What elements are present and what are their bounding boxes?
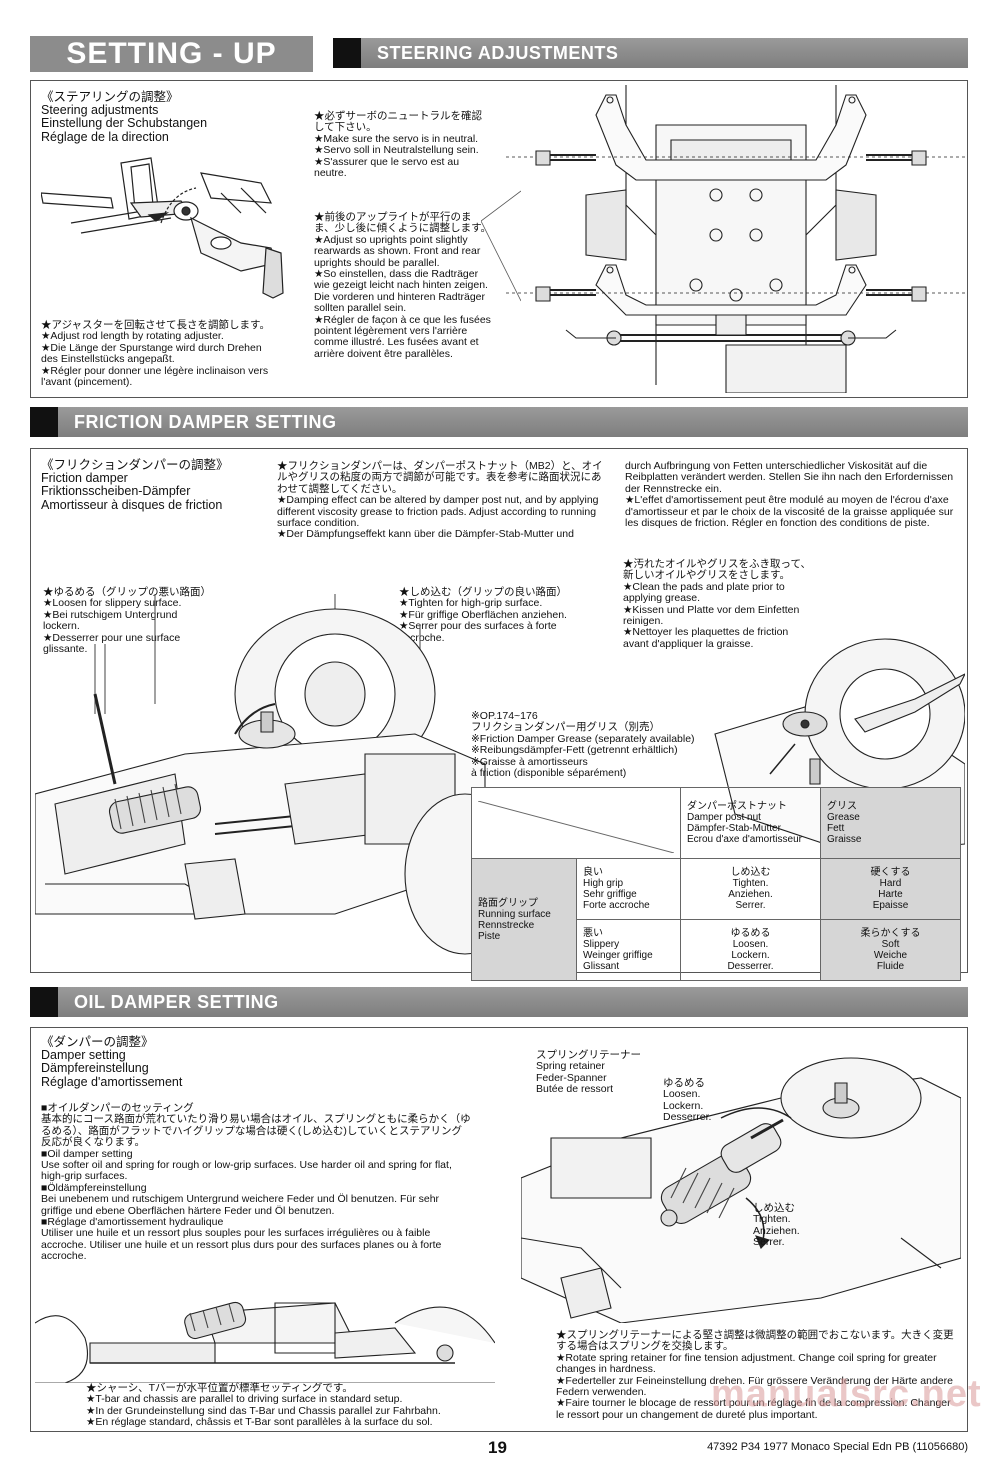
post-nut-header: ダンパーポストナット Damper post nut Dämpfer-Stab-…: [680, 787, 821, 859]
page-title: SETTING - UP: [30, 36, 313, 72]
running-surface-header: 路面グリップ Running surface Rennstrecke Piste: [471, 858, 577, 981]
grease-selection-table: ダンパーポストナット Damper post nut Dämpfer-Stab-…: [471, 787, 961, 981]
steering-title: 《ステアリングの調整》 Steering adjustments Einstel…: [41, 90, 208, 144]
friction-intro: ★フリクションダンパーは、ダンパーポストナット（MB2）と、オイルやグリスの粘度…: [277, 460, 603, 541]
tie-rod-adjuster-illustration: [41, 153, 291, 313]
standard-setup-note: ★シャーシ、Tバーが水平位置が標準セッティングです。 ★T-bar and ch…: [86, 1382, 441, 1429]
slippery-label: 悪い Slippery Weinger griffige Glissant: [576, 919, 681, 981]
loosen-note: ★ゆるめる（グリップの悪い路面） ★Loosen for slippery su…: [43, 586, 211, 656]
servo-neutral-note: ★必ずサーボのニュートラルを確認して下さい。 ★Make sure the se…: [314, 110, 482, 180]
upright-note: ★前後のアップライトが平行のまま、少し後に傾くように調整します。 ★Adjust…: [314, 211, 492, 360]
clean-pads-note: ★汚れたオイルやグリスをふき取って、新しいオイルやグリスをさします。 ★Clea…: [623, 558, 811, 650]
slippery-grease: 柔らかくする Soft Weiche Fluide: [820, 919, 961, 981]
oil-setting-body: ■オイルダンパーのセッティング 基本的にコース路面が荒れていたり滑り易い場合はオ…: [41, 1102, 471, 1263]
oil-section-title: OIL DAMPER SETTING: [74, 992, 279, 1012]
spring-retainer-note: ★スプリングリテーナーによる堅さ調整は微調整の範囲でおこないます。大きく変更する…: [556, 1329, 954, 1421]
oil-title: 《ダンパーの調整》 Damper setting Dämpfereinstell…: [41, 1035, 183, 1089]
table-corner: [471, 787, 681, 859]
high-grip-grease: 硬くする Hard Harte Epaisse: [820, 858, 961, 920]
header-marker: [30, 987, 58, 1017]
watermark: manualsrc.net: [711, 1373, 982, 1415]
oil-panel: 《ダンパーの調整》 Damper setting Dämpfereinstell…: [30, 1027, 981, 1432]
adjuster-note: ★アジャスターを回転させて長さを調節します。 ★Adjust rod lengt…: [41, 319, 271, 389]
steering-section-title: STEERING ADJUSTMENTS: [377, 43, 619, 63]
friction-intro-continued: durch Aufbringung von Fetten unterschied…: [625, 460, 954, 530]
retainer-loosen-label: ゆるめる Loosen. Lockern. Desserrer.: [663, 1077, 712, 1124]
oil-damper-illustration: [521, 1038, 961, 1323]
slippery-nut-action: ゆるめる Loosen. Lockern. Desserrer.: [680, 919, 821, 981]
page-number: 19: [488, 1438, 507, 1457]
diagonal-line: [478, 801, 674, 853]
chassis-side-view-illustration: [35, 1283, 495, 1383]
grease-header: グリス Grease Fett Graisse: [820, 787, 961, 859]
tighten-note: ★しめ込む（グリップの良い路面） ★Tighten for high-grip …: [399, 586, 567, 644]
friction-section-title: FRICTION DAMPER SETTING: [74, 412, 337, 432]
header-marker: [30, 407, 58, 437]
document-id: 47392 P34 1977 Monaco Special Edn PB (11…: [707, 1441, 968, 1453]
friction-panel: 《フリクションダンパーの調整》 Friction damper Friktion…: [30, 448, 968, 981]
steering-section-header: STEERING ADJUSTMENTS: [333, 38, 968, 68]
oil-section-header: OIL DAMPER SETTING: [30, 987, 968, 1017]
high-grip-nut-action: しめ込む Tighten. Anziehen. Serrer.: [680, 858, 821, 920]
retainer-tighten-label: しめ込む Tighten. Anziehen. Serrer.: [753, 1202, 800, 1249]
pointer-lines: [481, 181, 521, 331]
friction-grease-note: ※OP.174~176 フリクションダンパー用グリス（別売） ※Friction…: [471, 710, 695, 780]
chassis-steering-topview-illustration: [496, 85, 966, 393]
header-marker: [333, 38, 361, 68]
high-grip-label: 良い High grip Sehr griffige Forte accroch…: [576, 858, 681, 920]
spring-retainer-label: スプリングリテーナー Spring retainer Feder-Spanner…: [536, 1049, 641, 1096]
steering-panel: 《ステアリングの調整》 Steering adjustments Einstel…: [30, 80, 968, 398]
friction-section-header: FRICTION DAMPER SETTING: [30, 407, 968, 437]
friction-title: 《フリクションダンパーの調整》 Friction damper Friktion…: [41, 458, 229, 512]
